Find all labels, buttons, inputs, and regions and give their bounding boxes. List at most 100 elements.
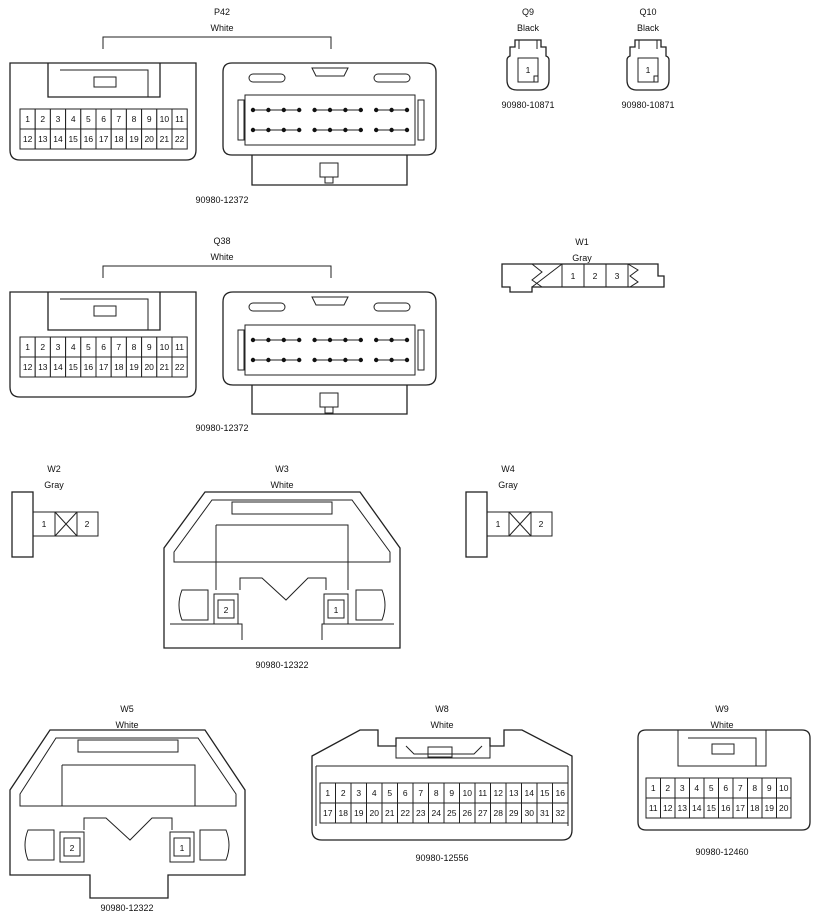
terminal-dot [343,357,348,363]
pin-number: 16 [721,803,731,813]
terminal-dot [327,357,333,363]
pin-number: 6 [403,788,408,798]
connector-w3: W3 White 2 1 90980-12322 [163,464,401,670]
w3-code: W3 [275,464,289,474]
terminal-dot [312,357,317,363]
terminal-dot [297,127,302,133]
p42-code: P42 [214,7,230,17]
w5-part-number: 90980-12322 [100,903,153,913]
terminal-dot [404,127,410,133]
pin-number: 11 [175,342,184,352]
terminal-dot [358,357,363,363]
pin-number: 1 [325,788,330,798]
p42-part-number: 90980-12372 [195,195,248,205]
terminal-dot [266,127,271,133]
w4-code: W4 [501,464,515,474]
terminal-dot [266,357,271,363]
p42-lock-tab [93,76,117,88]
pin-number: 2 [40,114,45,124]
terminal-dot [358,107,363,113]
pin-number: 18 [114,134,124,144]
pin-number: 7 [116,114,121,124]
pin-number: 9 [449,788,454,798]
pin-number: 15 [68,134,78,144]
terminal-dot [327,337,333,343]
pin-cell [171,356,188,378]
pin-number: 14 [525,788,535,798]
terminal-dot [374,107,379,113]
pin-number: 11 [478,788,487,798]
pin-number: 15 [68,362,78,372]
q38-part-number: 90980-12372 [195,423,248,433]
pin-number: 5 [86,114,91,124]
pin-number: 22 [401,808,411,818]
pin-number: 22 [175,362,185,372]
pin-number: 19 [129,134,139,144]
connector-w4: W4 Gray 1 2 [465,464,553,558]
q38-male-terminals [250,337,410,363]
pin-number: 8 [132,342,137,352]
terminal-dot [250,337,256,343]
terminal-dot [312,337,317,343]
w5-pin-1: 1 [180,843,185,853]
pin-number: 6 [723,783,728,793]
pin-number: 4 [694,783,699,793]
terminal-dot [312,127,317,133]
pin-number: 18 [114,362,124,372]
connector-w5: W5 White 2 1 90980-12322 [9,704,246,913]
q38-code: Q38 [213,236,230,246]
terminal-dot [327,107,333,113]
pin-number: 15 [540,788,550,798]
w5-color: White [115,720,138,730]
w5-code: W5 [120,704,134,714]
terminal-dot [297,107,302,113]
terminal-dot [358,127,363,133]
w2-pin-1: 1 [42,519,47,529]
terminal-dot [404,357,410,363]
w9-color: White [710,720,733,730]
q9-color: Black [517,23,540,33]
terminal-dot [281,337,286,343]
connector-q9: Q9 Black 1 90980-10871 [501,7,554,110]
w4-housing [465,491,488,558]
terminal-dot [281,107,286,113]
w1-pin-3: 3 [615,271,620,281]
pin-number: 18 [750,803,760,813]
pin-number: 1 [651,783,656,793]
pin-number: 2 [341,788,346,798]
pin-number: 3 [56,342,61,352]
pin-number: 13 [38,362,48,372]
pin-number: 29 [509,808,519,818]
terminal-dot [250,357,256,363]
pin-number: 26 [463,808,473,818]
terminal-dot [343,127,348,133]
p42-lock-frame [47,63,161,98]
pin-number: 14 [692,803,702,813]
terminal-dot [389,107,394,113]
pin-cell [776,797,792,819]
pin-number: 15 [707,803,717,813]
terminal-dot [327,127,333,133]
w4-pin-2: 2 [539,519,544,529]
terminal-dot [297,337,302,343]
pin-number: 32 [556,808,566,818]
terminal-dot [374,357,379,363]
w2-code: W2 [47,464,61,474]
q10-code: Q10 [639,7,656,17]
pin-number: 12 [23,362,33,372]
w1-pin-2: 2 [593,271,598,281]
pin-number: 7 [738,783,743,793]
pin-number: 4 [372,788,377,798]
q38-color: White [210,252,233,262]
w4-pin-1: 1 [496,519,501,529]
terminal-dot [266,337,271,343]
pin-number: 1 [25,342,30,352]
pin-number: 10 [463,788,473,798]
terminal-dot [250,127,256,133]
pin-number: 20 [144,362,154,372]
connector-w2: W2 Gray 1 2 [11,464,99,558]
